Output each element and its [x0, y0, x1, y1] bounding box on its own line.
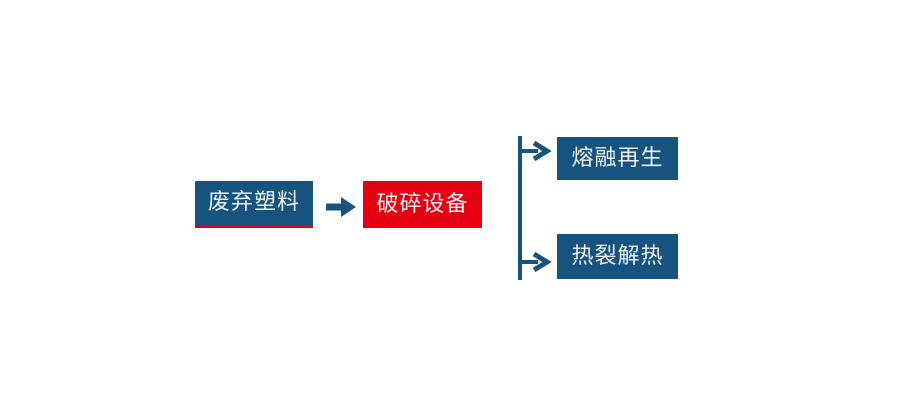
- node-crushing-equipment-label: 破碎设备: [376, 191, 469, 217]
- branch-connector: [518, 136, 552, 280]
- node-pyrolysis-label: 热裂解热: [571, 243, 664, 269]
- node-waste-plastic: 废弃塑料: [195, 181, 313, 228]
- main-flow-arrow-right-icon: [326, 197, 356, 217]
- node-pyrolysis: 热裂解热: [557, 234, 678, 279]
- branch-arrow-top-icon: [522, 140, 552, 162]
- node-melt-regeneration-label: 熔融再生: [571, 145, 664, 171]
- branch-arrow-bottom-icon: [522, 251, 552, 273]
- node-waste-plastic-label: 废弃塑料: [207, 190, 300, 215]
- node-melt-regeneration: 熔融再生: [557, 137, 678, 180]
- node-crushing-equipment: 破碎设备: [363, 181, 482, 228]
